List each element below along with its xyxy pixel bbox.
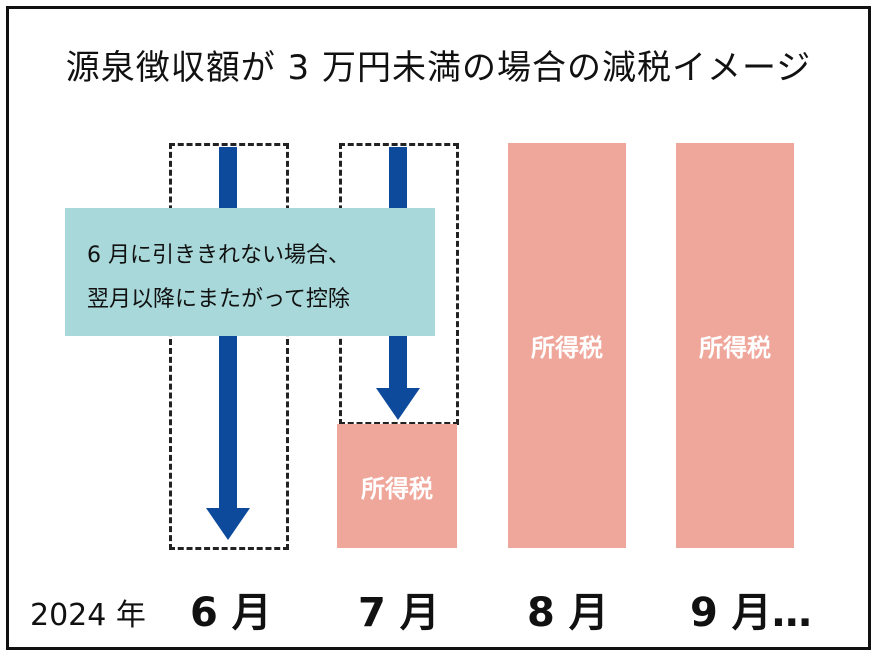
june-arrow-head-icon — [206, 508, 250, 540]
month-label-july: 7 月 — [358, 590, 440, 636]
callout-line-2: 翌月以降にまたがって控除 — [87, 287, 350, 312]
month-label-august: 8 月 — [527, 590, 609, 636]
july-arrow-head-icon — [376, 388, 420, 420]
deduction-carryover-callout: 6 月に引ききれない場合、 翌月以降にまたがって控除 — [65, 208, 435, 336]
month-label-september: 9 月… — [690, 590, 812, 636]
callout-line-1: 6 月に引ききれない場合、 — [87, 243, 350, 268]
august-income-tax-block: 所得税 — [508, 143, 626, 548]
july-income-tax-block: 所得税 — [337, 424, 457, 548]
year-label: 2024 年 — [30, 598, 146, 633]
september-income-tax-block: 所得税 — [676, 143, 794, 548]
diagram-title: 源泉徴収額が 3 万円未満の場合の減税イメージ — [65, 48, 812, 88]
month-label-june: 6 月 — [190, 590, 272, 636]
june-deduction-box — [169, 143, 289, 550]
